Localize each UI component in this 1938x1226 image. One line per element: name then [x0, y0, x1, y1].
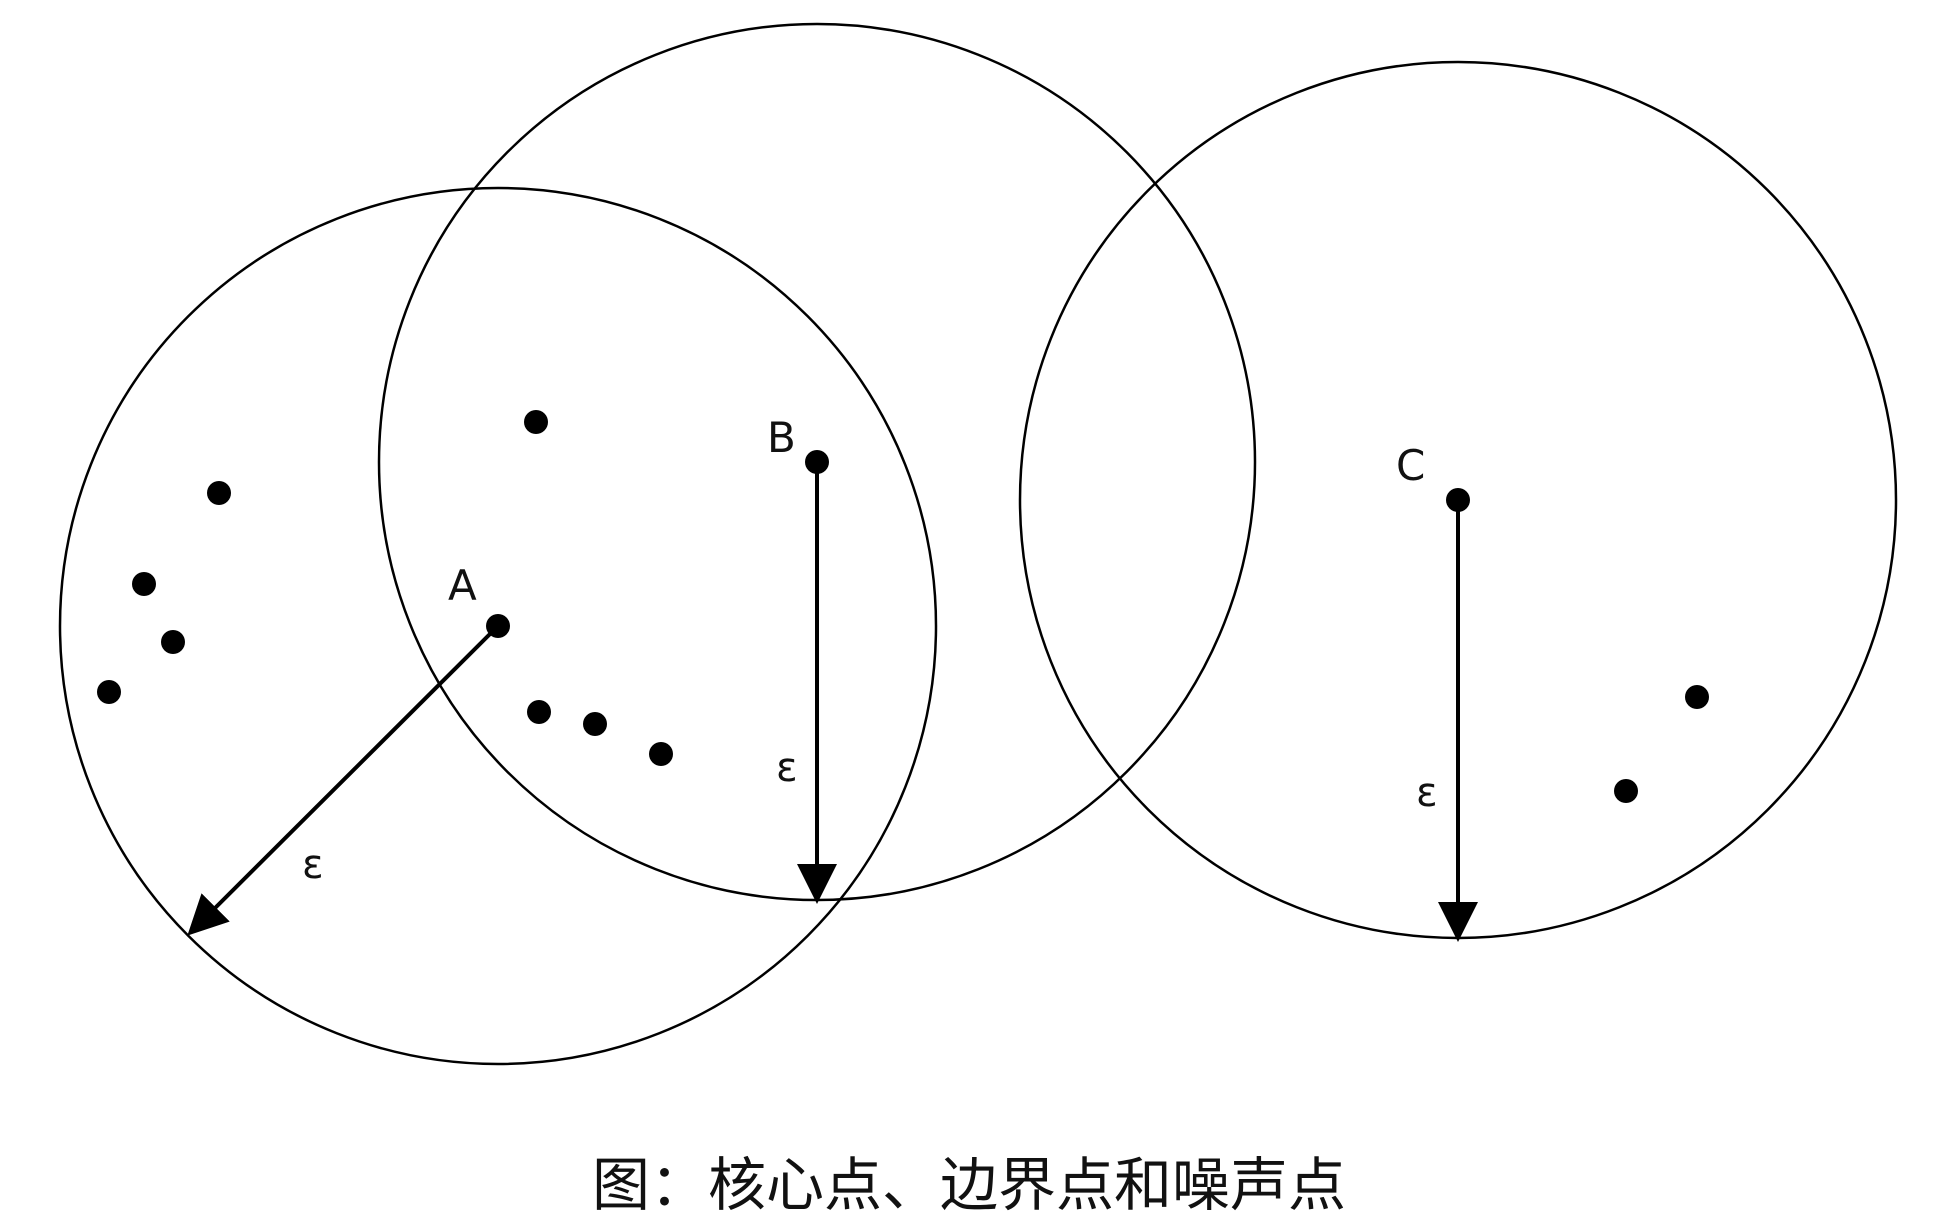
data-point [527, 700, 551, 724]
label-epsilon-b: ε [776, 745, 798, 791]
figure-caption: 图：核心点、边界点和噪声点 [591, 1151, 1346, 1219]
label-point-a: A [448, 561, 477, 610]
data-point [97, 680, 121, 704]
data-point [132, 572, 156, 596]
core-point-a [486, 614, 510, 638]
data-point [649, 742, 673, 766]
data-point [207, 481, 231, 505]
data-point [524, 410, 548, 434]
data-point [161, 630, 185, 654]
radius-arrow-a [187, 624, 500, 936]
label-epsilon-a: ε [302, 842, 324, 888]
neighborhood-circle-a [58, 186, 938, 1066]
data-point [1685, 685, 1709, 709]
border-point-b [805, 450, 829, 474]
label-point-c: C [1396, 441, 1425, 490]
label-point-b: B [767, 413, 796, 462]
noise-point-c [1446, 488, 1470, 512]
data-point [1614, 779, 1638, 803]
data-point [583, 712, 607, 736]
label-epsilon-c: ε [1416, 770, 1438, 816]
